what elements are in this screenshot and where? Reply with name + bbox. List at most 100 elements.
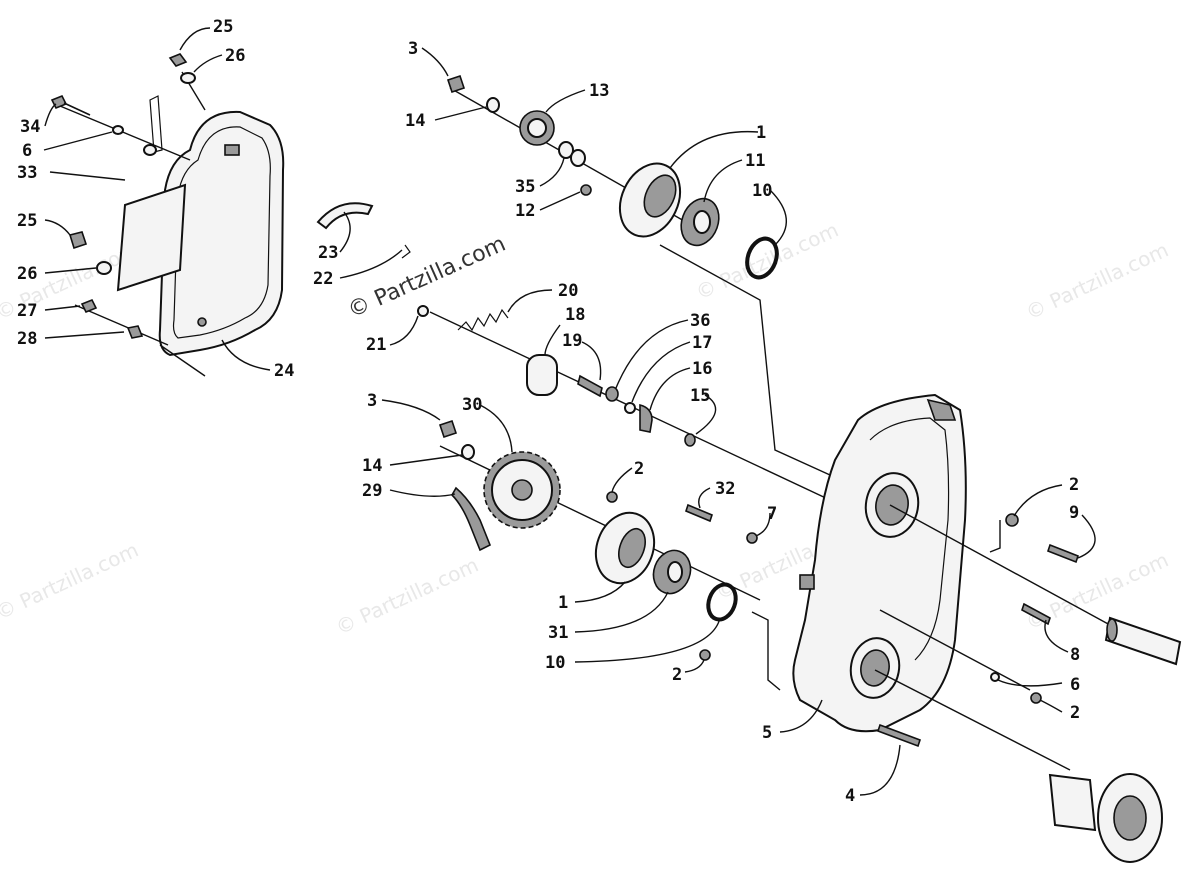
callout-4: 4 — [845, 786, 855, 806]
washer-6b — [143, 144, 157, 156]
bearing-31 — [652, 549, 692, 595]
callout-15: 15 — [690, 386, 710, 406]
bolt-9 — [1047, 543, 1079, 564]
assembly-axis — [874, 669, 1071, 771]
callout-31: 31 — [548, 623, 568, 643]
callout-32: 32 — [715, 479, 735, 499]
callout-10-top: 10 — [752, 181, 772, 201]
spring-clip-22 — [401, 244, 411, 259]
callout-6-right: 6 — [1070, 675, 1080, 695]
bolt-8 — [1021, 602, 1051, 626]
callout-12: 12 — [515, 201, 535, 221]
callout-24: 24 — [274, 361, 294, 381]
nut-2-b — [699, 649, 711, 661]
tensioner-block-18 — [526, 354, 558, 396]
washer-26-left — [96, 261, 112, 275]
callout-23: 23 — [318, 243, 338, 263]
callout-11: 11 — [745, 151, 765, 171]
callout-17: 17 — [692, 333, 712, 353]
bolt-3-top — [446, 74, 466, 94]
callout-3-mid: 3 — [367, 391, 377, 411]
cover-slot — [224, 144, 240, 156]
callout-29: 29 — [362, 481, 382, 501]
chain-guide-23 — [316, 202, 374, 230]
pin-15 — [684, 433, 696, 447]
callout-16: 16 — [692, 359, 712, 379]
callout-25-top: 25 — [213, 17, 233, 37]
callout-35: 35 — [515, 177, 535, 197]
callout-14-top: 14 — [405, 111, 425, 131]
callout-3-top: 3 — [408, 39, 418, 59]
bolt-32 — [685, 503, 713, 523]
housing-bore-bottom — [849, 637, 901, 699]
cover-bracket — [149, 95, 163, 153]
callout-10-bottom: 10 — [545, 653, 565, 673]
washer-6-right — [990, 672, 1000, 682]
bolt-4 — [876, 723, 922, 748]
assembly-axis — [879, 609, 1031, 691]
bolt-19 — [577, 374, 603, 398]
assembly-axis — [751, 611, 781, 691]
bearing-11 — [680, 197, 720, 247]
assembly-axis — [74, 304, 169, 346]
chaincase-housing-group — [659, 244, 1182, 863]
housing-inner-wall — [869, 417, 950, 661]
callout-19: 19 — [562, 331, 582, 351]
watermark-faint: © Partzilla.com — [1022, 238, 1172, 325]
callout-1-top: 1 — [756, 123, 766, 143]
washer-26-top — [180, 72, 196, 84]
assembly-axis — [989, 520, 1001, 553]
callout-5: 5 — [762, 723, 772, 743]
cover-plate — [116, 183, 187, 292]
callout-26-left: 26 — [17, 264, 37, 284]
assembly-axis — [59, 105, 191, 161]
assembly-axis — [159, 344, 206, 377]
nut-28 — [126, 325, 144, 339]
assembly-axis — [659, 244, 831, 476]
callout-28: 28 — [17, 329, 37, 349]
shoe-16 — [639, 403, 653, 433]
spacer-35b — [570, 149, 586, 167]
callout-7: 7 — [767, 504, 777, 524]
assembly-axis — [889, 504, 1111, 626]
watermark-faint: © Partzilla.com — [332, 553, 482, 640]
callout-22: 22 — [313, 269, 333, 289]
callout-21: 21 — [366, 335, 386, 355]
assembly-axis — [439, 445, 761, 601]
bearing-flange-bottom — [594, 511, 656, 585]
housing-boss — [799, 574, 815, 590]
callout-2-b: 2 — [672, 665, 682, 685]
callout-1-bottom: 1 — [558, 593, 568, 613]
gear-30 — [483, 451, 561, 529]
callout-2-d: 2 — [1070, 703, 1080, 723]
nut-7 — [746, 532, 758, 544]
spring-20 — [457, 308, 509, 332]
callout-33: 33 — [17, 163, 37, 183]
leader-lines — [43, 27, 1096, 796]
bolt-34 — [50, 94, 91, 116]
washer-14-mid — [461, 444, 475, 460]
washer-21 — [417, 305, 429, 317]
spacer-35a — [558, 141, 574, 159]
tensioner-group — [417, 305, 831, 501]
o-ring-10-top — [745, 236, 779, 280]
callout-26-top: 26 — [225, 46, 245, 66]
chaincase-cover-group — [50, 53, 285, 377]
chaincase-housing — [792, 393, 967, 733]
bearing-flange-top — [618, 162, 682, 238]
watermark-faint: © Partzilla.com — [0, 538, 142, 625]
housing-tab — [926, 398, 957, 421]
callout-36: 36 — [690, 311, 710, 331]
callout-labels: 25 26 34 6 33 25 26 27 28 24 23 22 21 20… — [17, 17, 1080, 806]
nut-25-left — [68, 231, 88, 250]
shaft-end — [1106, 618, 1118, 642]
washer-6 — [112, 125, 124, 135]
housing-bore-top — [864, 472, 920, 538]
chain-29 — [451, 486, 492, 552]
bolt-3-mid — [438, 419, 458, 439]
callout-30: 30 — [462, 395, 482, 415]
nut-12 — [580, 184, 592, 196]
cover-inner-rim — [172, 126, 271, 339]
callout-34: 34 — [20, 117, 40, 137]
